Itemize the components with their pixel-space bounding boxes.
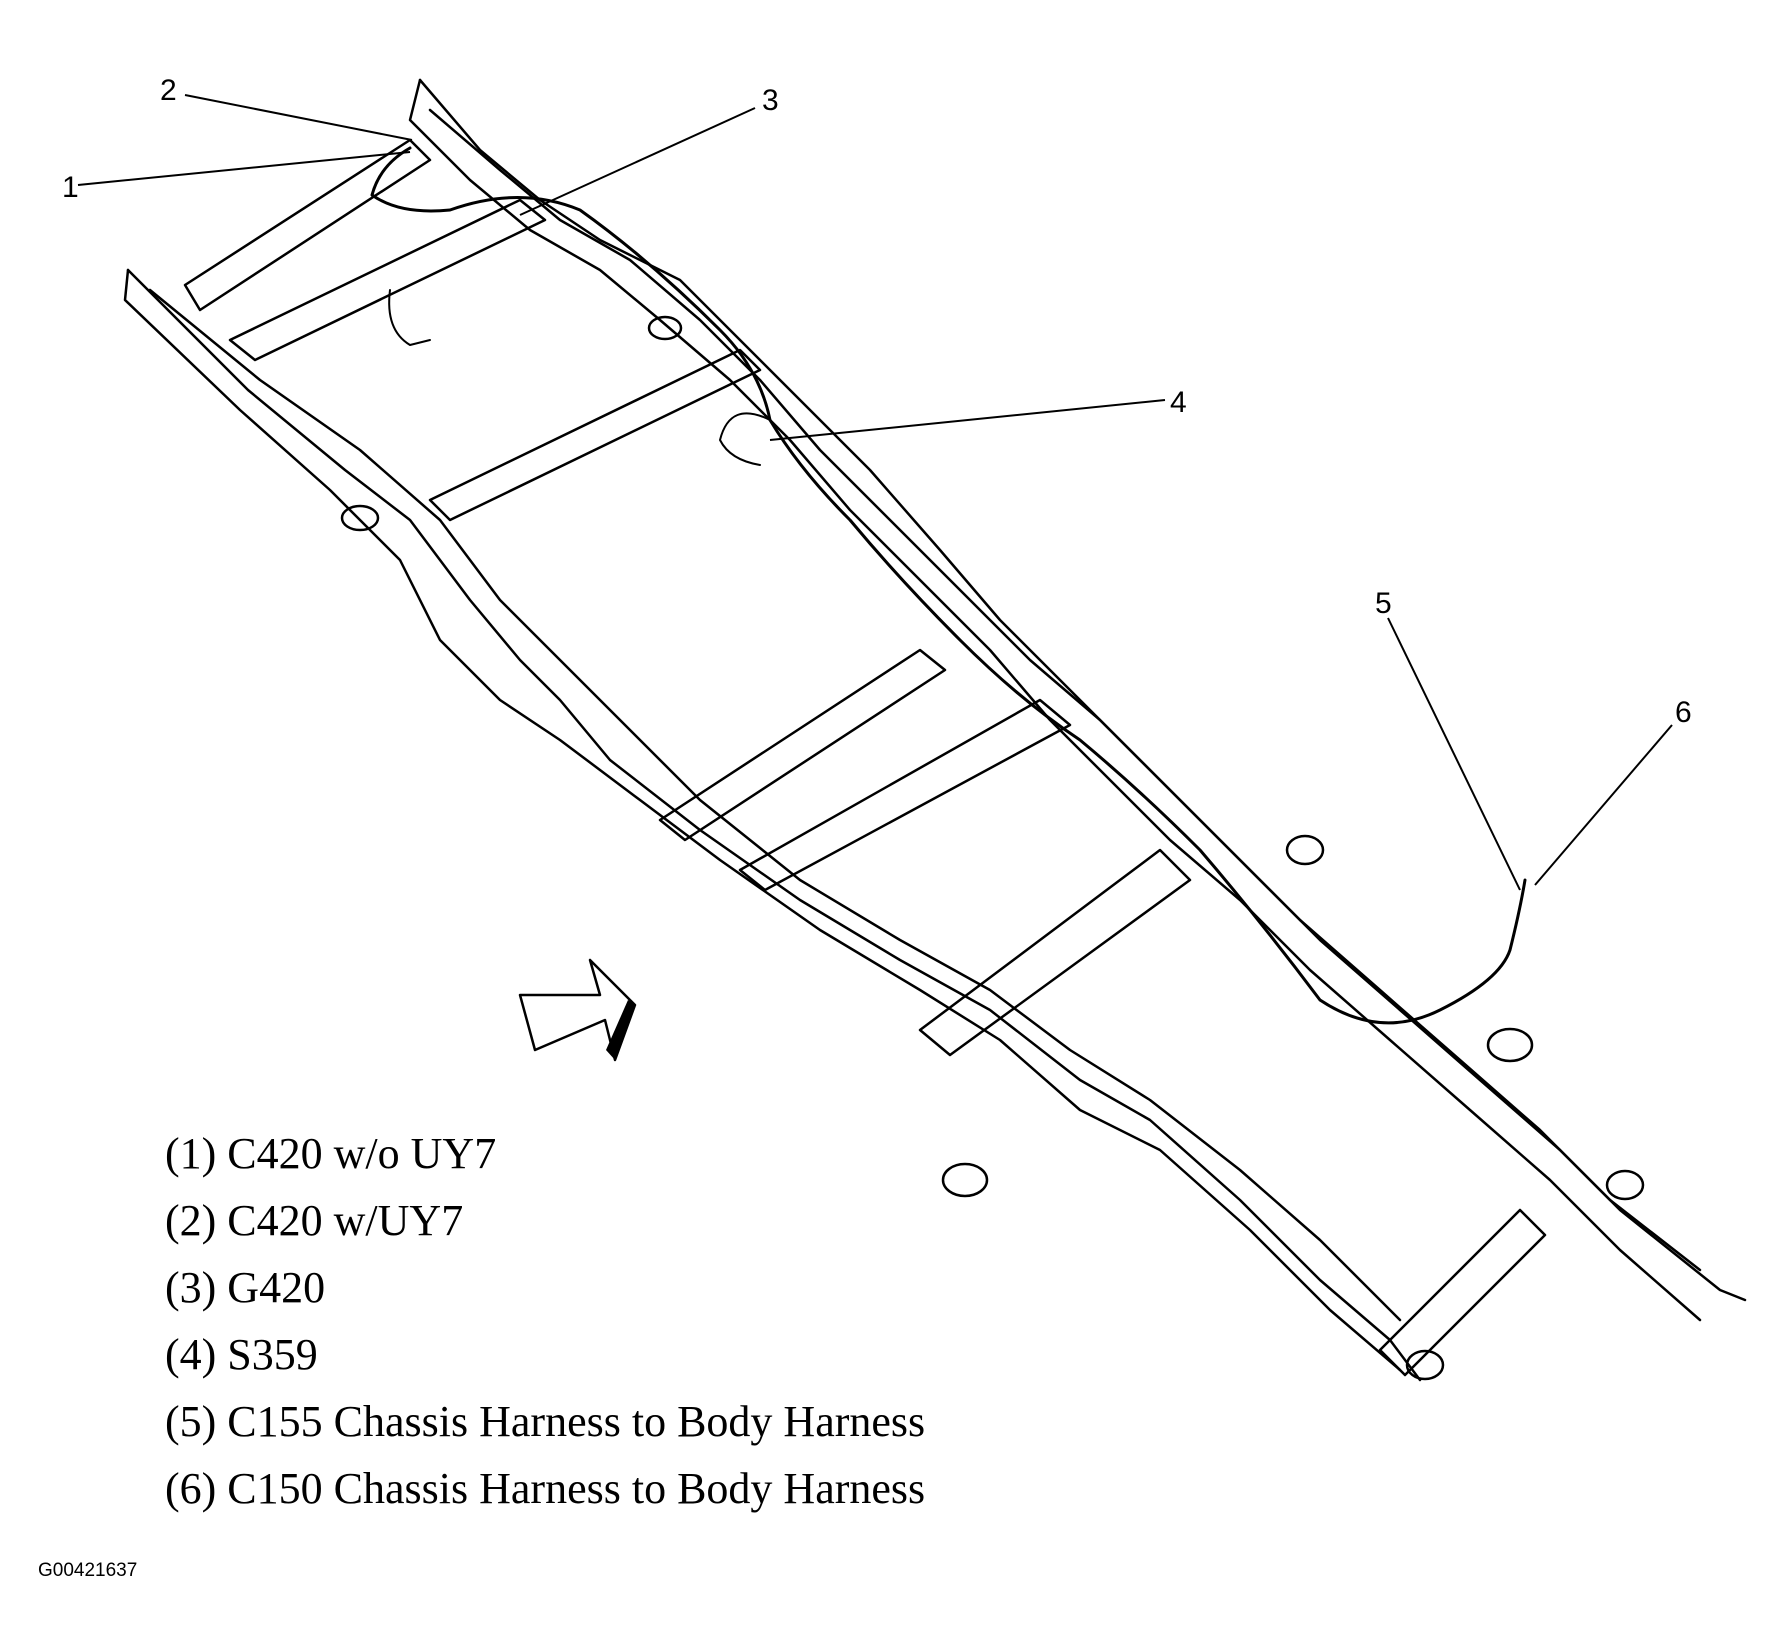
crossmember-rear [1378, 1208, 1547, 1377]
body-mount-rear-left [1405, 1349, 1445, 1381]
right-frame-rail-outer [408, 78, 1702, 1322]
crossmember-1 [428, 348, 762, 522]
body-mount-front-left [340, 504, 380, 532]
callout-1: 1 [62, 171, 79, 204]
harness-branch-front [388, 289, 431, 346]
crossmember-2 [658, 648, 947, 842]
front-crossmember [183, 138, 432, 312]
left-frame-rail-inner [148, 288, 1402, 1322]
legend-item-1: (1) C420 w/o UY7 [165, 1129, 497, 1178]
crossmember-4 [918, 848, 1192, 1057]
legend-item-5: (5) C155 Chassis Harness to Body Harness [165, 1397, 926, 1446]
leader-6 [1534, 724, 1673, 886]
legend-item-4: (4) S359 [165, 1330, 318, 1379]
right-frame-rail-inner [428, 108, 1702, 1272]
vehicle-frame [123, 78, 1747, 1382]
spring-hanger-right [1486, 1027, 1534, 1063]
body-mount-rear-right [1605, 1169, 1645, 1201]
callout-5: 5 [1375, 587, 1392, 620]
callout-leaders [77, 94, 1673, 891]
legend-item-2: (2) C420 w/UY7 [165, 1196, 464, 1245]
left-frame-rail-lower [123, 268, 1402, 1372]
figure-id: G00421637 [38, 1560, 138, 1581]
component-legend: (1) C420 w/o UY7 (2) C420 w/UY7 (3) G420… [165, 1120, 925, 1522]
right-frame-rail [418, 78, 1747, 1302]
callout-6: 6 [1675, 696, 1692, 729]
leader-2 [184, 94, 413, 141]
chassis-harness [370, 146, 1527, 1025]
legend-item-3: (3) G420 [165, 1263, 326, 1312]
harness-branch-s359 [719, 412, 771, 466]
leader-4 [769, 399, 1166, 441]
spring-hanger-left [941, 1162, 989, 1198]
body-mount-front-right [647, 315, 683, 341]
leader-5 [1387, 617, 1521, 891]
callout-4: 4 [1170, 386, 1187, 419]
front-crossmember-2 [228, 198, 547, 362]
spring-hanger-right-2 [1285, 834, 1325, 866]
callout-3: 3 [762, 84, 779, 117]
crossmember-3 [738, 698, 1072, 892]
leader-3 [519, 107, 756, 216]
leader-1 [77, 151, 411, 186]
front-direction-arrow-shadow [606, 1000, 635, 1060]
legend-item-6: (6) C150 Chassis Harness to Body Harness [165, 1464, 926, 1513]
callout-2: 2 [160, 74, 177, 107]
